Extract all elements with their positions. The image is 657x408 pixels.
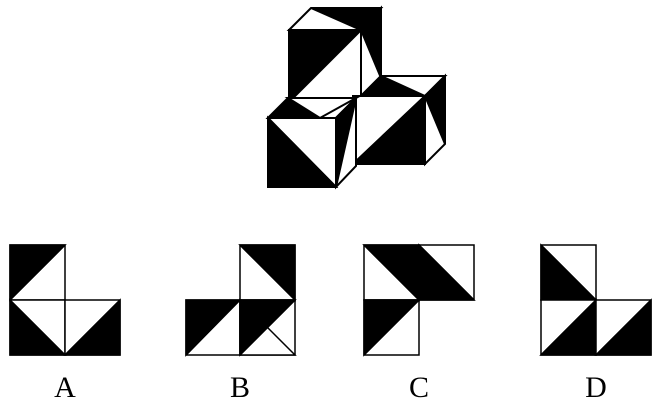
front-cube-front-face — [267, 115, 339, 188]
option-a-figure[interactable] — [9, 244, 121, 356]
right-cube-top-face — [358, 74, 448, 97]
option-c-label: C — [409, 371, 429, 404]
option-d-label: D — [585, 371, 607, 404]
option-b-label: B — [230, 371, 250, 404]
right-cube-right-face — [423, 73, 446, 167]
top-cube-top-face — [286, 7, 384, 32]
top-cube-front-face — [288, 29, 364, 105]
cube-assembly — [265, 5, 448, 190]
option-a-label: A — [54, 371, 76, 404]
option-b-figure[interactable] — [185, 244, 297, 357]
option-d-figure[interactable] — [539, 243, 652, 356]
option-c-figure[interactable] — [362, 243, 476, 357]
front-cube-top-face — [265, 96, 360, 120]
right-cube-front-face — [350, 93, 426, 165]
